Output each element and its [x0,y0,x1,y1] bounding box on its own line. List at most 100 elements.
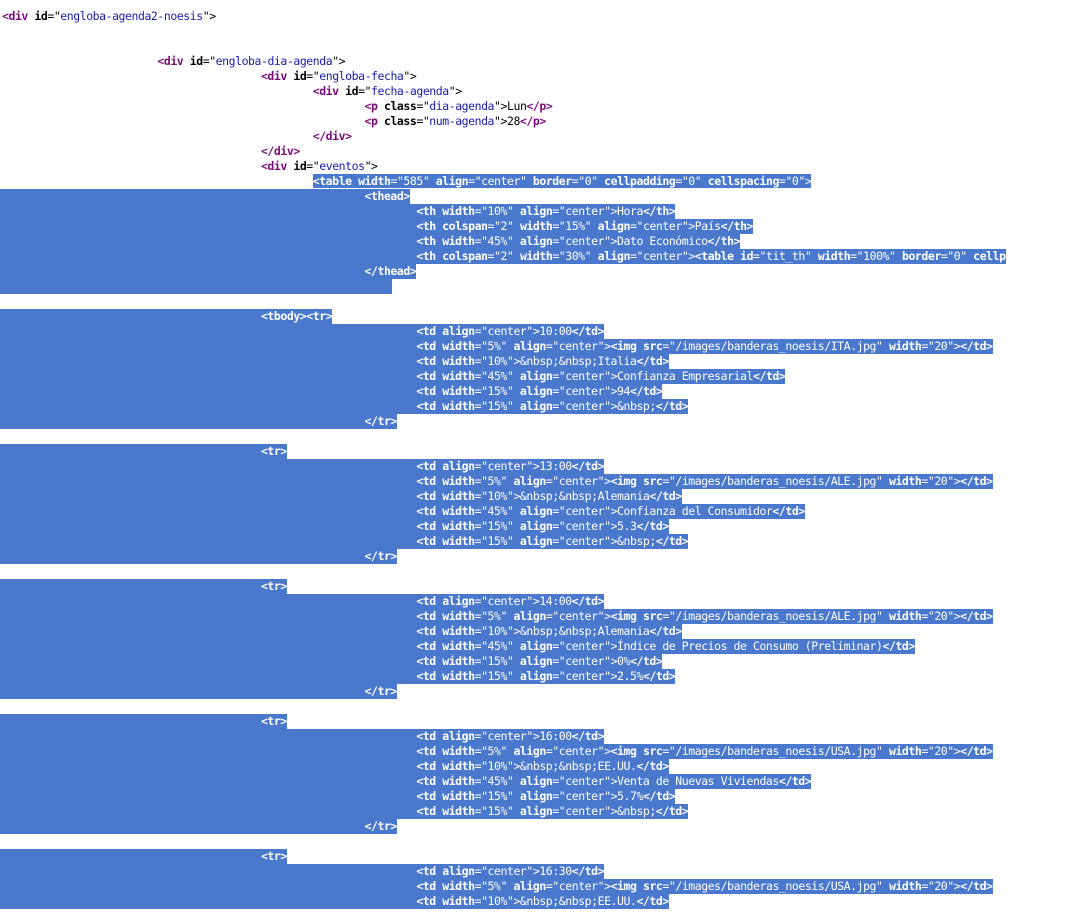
code-token: fecha-agenda [371,84,449,98]
code-token: 20 [934,879,948,893]
code-line [0,24,2,39]
code-token: <td [416,744,436,758]
code-token [2,324,416,338]
code-token: align [597,249,631,263]
code-token: </td> [571,324,605,338]
code-token: " [506,654,520,668]
code-line [0,39,2,54]
code-token: =" [662,474,676,488]
code-token: =" [474,639,488,653]
code-token: align [519,774,553,788]
code-token [2,234,416,248]
code-token [2,189,365,203]
code-token: ">&nbsp; [604,399,656,413]
code-token: " [804,249,818,263]
code-line: <td width="15%" align="center">&nbsp;</t… [0,804,689,819]
code-token: =" [474,669,488,683]
code-token: ">Confianza Empresarial [604,369,753,383]
code-token: =" [545,474,559,488]
code-token: id [34,9,48,23]
code-token: align [513,744,546,758]
code-token: <td [416,879,436,893]
code-token [2,804,416,818]
code-token: 15% [487,384,508,398]
code-token: class [383,114,417,128]
code-token: 15% [487,654,508,668]
code-token: width [442,339,475,353]
code-token: =" [358,84,372,98]
code-token [2,69,261,83]
code-token: =" [662,744,676,758]
code-token [2,894,416,908]
code-token: center [565,519,605,533]
code-token: engloba-agenda2-noesis [60,9,203,23]
code-token: =" [552,204,566,218]
code-token: 15% [487,534,508,548]
code-token: center [487,459,527,473]
code-token: center [565,204,605,218]
code-token [2,534,416,548]
code-line: <td width="10%">&nbsp;&nbsp;Alemania</td… [0,624,682,639]
code-token: width [442,399,475,413]
code-token [2,384,416,398]
code-line [0,834,2,849]
code-token: </td> [630,384,663,398]
code-line: <th width="10%" align="center">Hora</th> [0,204,676,219]
code-line: <td width="45%" align="center">Confianza… [0,369,786,384]
code-token: align [519,669,553,683]
code-token: ">Dato Económico [604,234,708,248]
code-token: 30% [565,249,585,263]
code-token: " [506,804,520,818]
code-token: <td [416,354,436,368]
code-token: " [500,339,514,353]
code-token: =" [552,669,566,683]
code-token: width [888,744,922,758]
code-token: ">Venta de Nuevas Viviendas [604,774,779,788]
code-token: 10% [487,894,508,908]
code-token: id [740,249,754,263]
code-token: <td [416,369,436,383]
code-token: <tr> [260,849,287,863]
code-token: center [565,654,605,668]
code-token: =" [416,114,430,128]
code-token: center [565,639,605,653]
code-line: <td width="10%">&nbsp;&nbsp;EE.UU.</td> [0,759,669,774]
code-line [0,699,2,714]
code-token: " [519,174,533,188]
code-token: =" [474,384,488,398]
code-token [2,474,416,488]
code-token: width [442,759,475,773]
code-line: <td align="center">14:00</td> [0,594,605,609]
code-token: </thead> [364,264,417,278]
code-line: <p class="num-agenda">28</p> [0,114,547,129]
code-token: width [358,174,391,188]
code-token: cellp [973,249,1006,263]
code-token: =" [474,204,488,218]
code-line: <tr> [0,714,287,729]
code-token: "> [448,84,462,98]
code-token: </td> [636,894,669,908]
code-line: <th colspan="2" width="15%" align="cente… [0,219,753,234]
code-token: <td [416,339,436,353]
code-token: center [565,399,605,413]
code-token: align [519,804,553,818]
code-token: =" [921,744,935,758]
code-token: align [519,534,553,548]
code-token: =" [552,639,566,653]
code-token: ">5.7% [604,789,643,803]
code-token: center [565,774,605,788]
code-token: align [519,519,553,533]
code-token: =" [474,369,488,383]
code-token: =" [474,894,488,908]
code-line: <div id="eventos"> [0,159,378,174]
code-token: ">&nbsp;&nbsp;Alemania [506,624,650,638]
code-token: 10% [487,624,508,638]
code-token: num-agenda [429,114,495,128]
code-token: </td> [642,669,676,683]
code-line: <p class="dia-agenda">Lun</p> [0,99,553,114]
code-token [2,159,261,173]
code-token: dia-agenda [429,99,495,113]
code-token: =" [474,654,488,668]
code-token: " [584,219,598,233]
